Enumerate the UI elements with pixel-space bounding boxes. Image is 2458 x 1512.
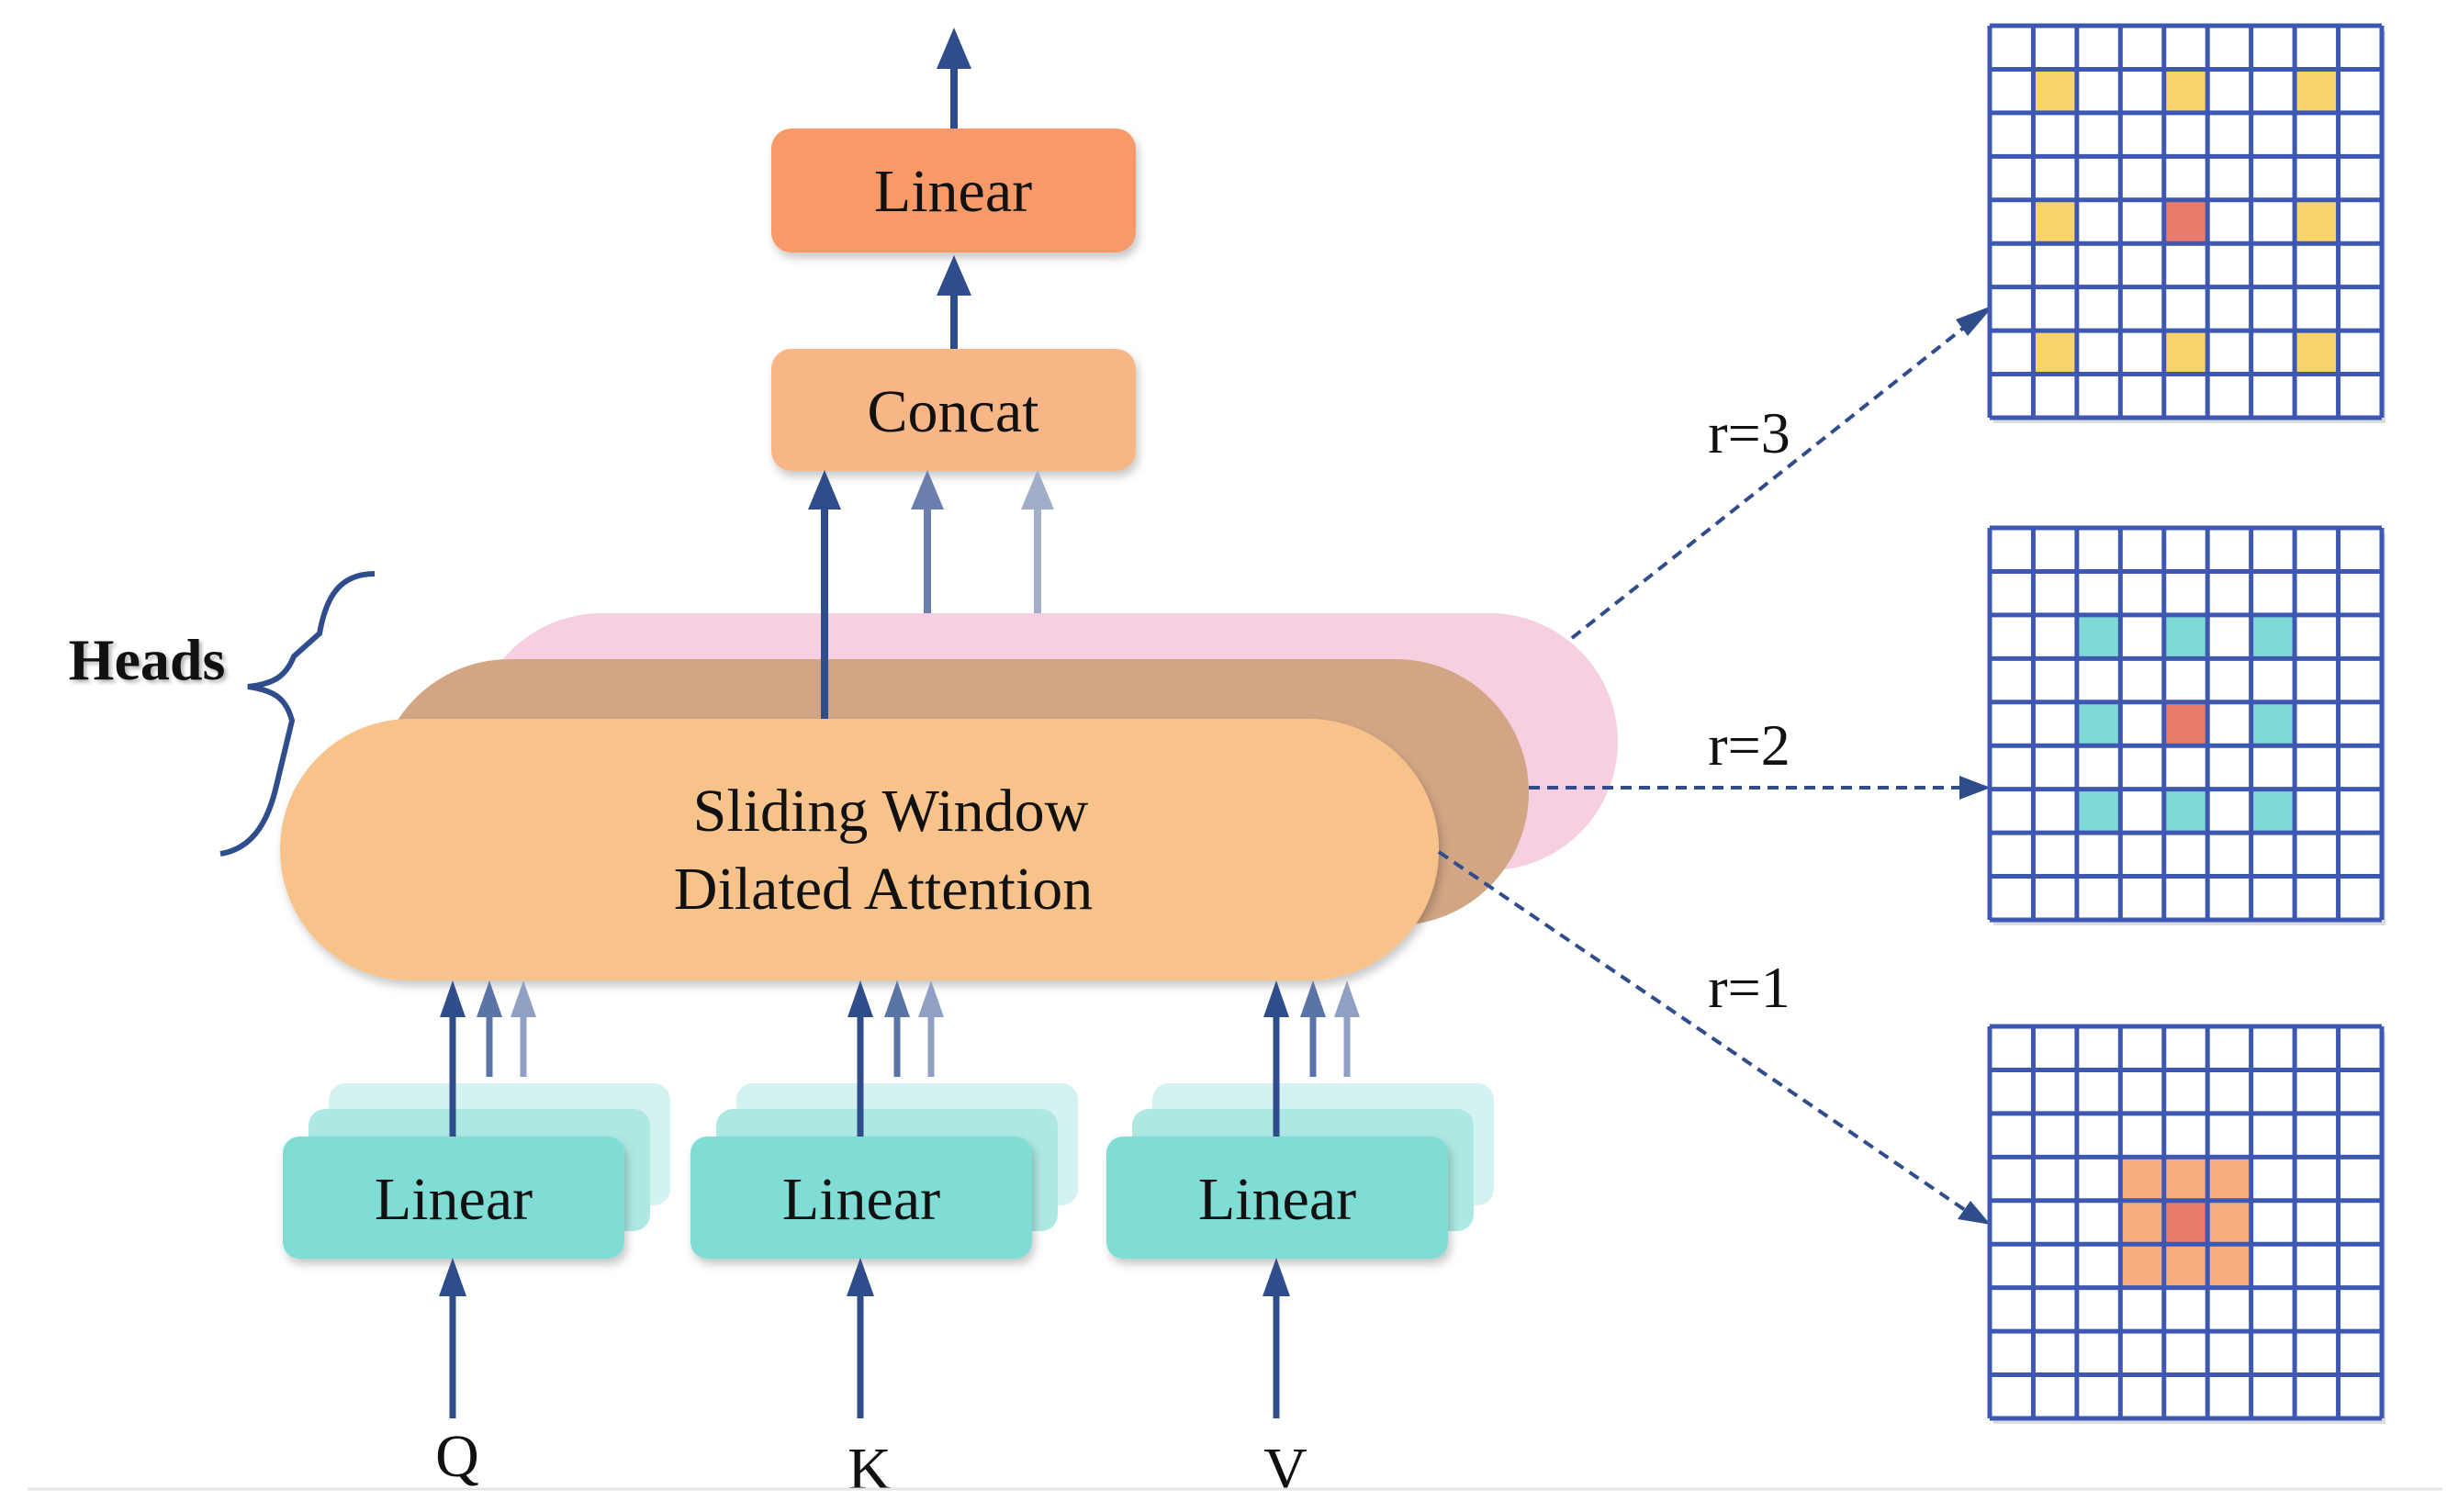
head-arrow-head <box>884 980 910 1017</box>
attended-cell <box>2033 199 2077 244</box>
attention-label-line2: Dilated Attention <box>674 856 1093 923</box>
attended-cell <box>2076 614 2121 659</box>
attended-cell <box>2120 1200 2164 1245</box>
head-arrow-head <box>918 980 944 1017</box>
linear-label: Linear <box>1198 1166 1356 1233</box>
attended-cell <box>2163 69 2208 113</box>
heads-brace <box>219 571 376 857</box>
connector-r1 <box>1437 850 1967 1212</box>
attended-cell <box>2163 330 2208 375</box>
dilation-label-r2: r=2 <box>1708 712 1790 778</box>
attended-cell <box>2207 1157 2251 1201</box>
attended-cell <box>2076 789 2121 834</box>
attention-block: Sliding Window Dilated Attention <box>280 719 1439 980</box>
head-arrow-head <box>1263 980 1289 1017</box>
linear-label: Linear <box>782 1166 940 1233</box>
dilation-grids <box>1987 23 2385 1424</box>
attended-cell <box>2076 701 2121 746</box>
query-cell <box>2163 199 2208 244</box>
concat-block: Concat <box>771 349 1136 471</box>
output-arrow <box>937 28 971 129</box>
front-head-arrow <box>808 470 841 721</box>
input-label: Q <box>435 1423 479 1490</box>
attended-cell <box>2295 199 2339 244</box>
input-arrow-head <box>1263 1258 1290 1296</box>
connector-r3 <box>1570 318 1976 640</box>
attended-cell <box>2295 69 2339 113</box>
input-arrow-head <box>847 1258 874 1296</box>
attended-cell <box>2033 330 2077 375</box>
linear-block <box>283 1137 624 1259</box>
head-arrow-head <box>511 980 536 1017</box>
attended-cell <box>2120 1157 2164 1201</box>
attended-cell <box>2250 701 2295 746</box>
attended-cell <box>2033 69 2077 113</box>
head-arrow-head <box>1334 980 1360 1017</box>
attended-cell <box>2163 789 2208 834</box>
attended-cell <box>2163 1244 2208 1288</box>
attended-cell <box>2207 1244 2251 1288</box>
attended-cell <box>2207 1200 2251 1245</box>
head-arrow-head <box>440 980 466 1017</box>
heads-label: Heads <box>69 627 226 692</box>
output-linear-label: Linear <box>874 158 1032 225</box>
heads-to-concat-arrows <box>911 470 1054 661</box>
query-cell <box>2163 1200 2208 1245</box>
dilation-grid-r1 <box>1987 1024 2385 1424</box>
query-cell <box>2163 701 2208 746</box>
input-label: V <box>1263 1436 1308 1503</box>
concat-to-linear-arrow <box>937 255 971 349</box>
dilation-label-r3: r=3 <box>1708 400 1790 465</box>
attended-cell <box>2295 330 2339 375</box>
attended-cell <box>2250 789 2295 834</box>
attended-cell <box>2250 614 2295 659</box>
dilation-grid-r2 <box>1987 525 2385 925</box>
input-arrow-head <box>439 1258 466 1296</box>
linear-block <box>690 1137 1032 1259</box>
head-arrow-head <box>1300 980 1326 1017</box>
attended-cell <box>2120 1244 2164 1288</box>
dilation-connectors <box>1437 305 1994 1225</box>
dilation-grid-r3 <box>1987 23 2385 423</box>
output-linear-block: Linear <box>771 129 1136 252</box>
linear-label: Linear <box>375 1166 533 1233</box>
dilation-label-r1: r=1 <box>1708 955 1790 1020</box>
concat-label: Concat <box>868 378 1039 445</box>
head-arrow-head <box>477 980 502 1017</box>
input-label: K <box>847 1436 892 1503</box>
linear-block <box>1106 1137 1448 1259</box>
attention-label-line1: Sliding Window <box>693 778 1089 845</box>
head-arrow-head <box>847 980 873 1017</box>
attended-cell <box>2163 614 2208 659</box>
attended-cell <box>2163 1157 2208 1201</box>
